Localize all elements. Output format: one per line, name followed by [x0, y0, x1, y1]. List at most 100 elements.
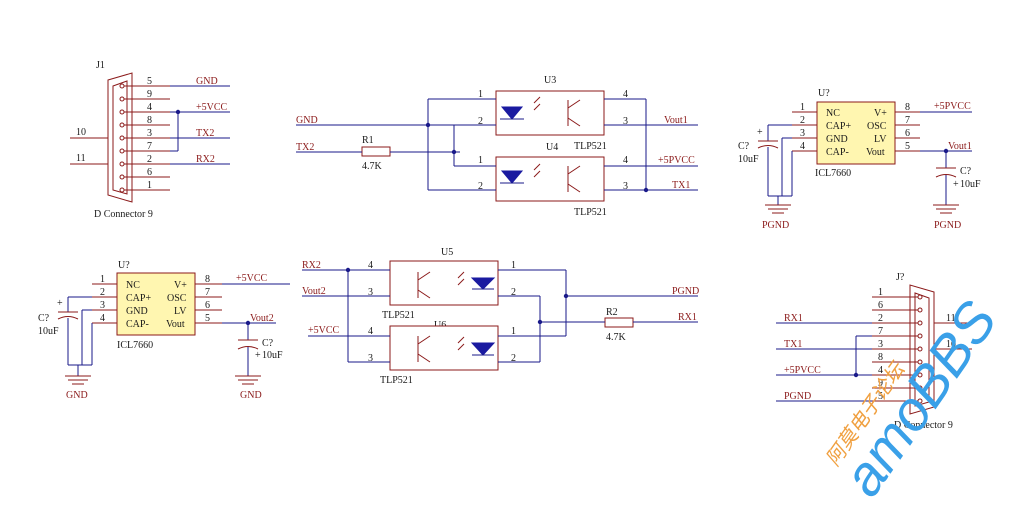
j2-pin-num: 3	[878, 339, 883, 350]
icl-top-pin-name: V+	[874, 108, 887, 119]
net-label-tx2: TX2	[196, 128, 214, 139]
icl-bot-pin: 8	[205, 274, 210, 285]
net-label-5vcc: +5VCC	[236, 273, 268, 284]
j1-pin-circle	[119, 187, 125, 193]
cap-polarity-plus: +	[757, 127, 763, 138]
u4-pin-num: 3	[623, 181, 628, 192]
j1-pin-num: 5	[147, 76, 152, 87]
icl-top-cap-l-val: 10uF	[738, 154, 759, 165]
net-label-vout1: Vout1	[664, 115, 688, 126]
icl-bot-pin-name: NC	[126, 280, 140, 291]
icl-top-pin-name: GND	[826, 134, 848, 145]
j1-pin-circle	[119, 174, 125, 180]
icl-bot-pin-name: CAP-	[126, 319, 149, 330]
ground-label: PGND	[934, 220, 961, 231]
j1-name: D Connector 9	[94, 209, 153, 220]
j1-pin-circle	[119, 109, 125, 115]
j1-pin-circle	[119, 83, 125, 89]
u6-part: TLP521	[380, 375, 413, 386]
j1-pin-circle	[119, 122, 125, 128]
icl-bot-body	[116, 272, 196, 336]
cap-polarity-plus: +	[57, 298, 63, 309]
j2-pin-num: 7	[878, 326, 883, 337]
connector-j2: J? 1 6 2 7 3 8 4 9 5 11 10 D Connector 9	[776, 272, 972, 431]
u5-pin-num: 2	[511, 287, 516, 298]
net-label-rx2: RX2	[302, 260, 321, 271]
icl-top-cap-l: C?	[738, 141, 750, 152]
net-label-rx2: RX2	[196, 154, 215, 165]
j1-pin-circle	[119, 161, 125, 167]
icl-top-pin: 3	[800, 128, 805, 139]
icl-top-cap-r-val: 10uF	[960, 179, 981, 190]
icl-top-ref: U?	[818, 88, 830, 99]
icl-bot-cap-l: C?	[38, 313, 50, 324]
icl-bot-pin: 3	[100, 300, 105, 311]
u3-pin-num: 2	[478, 116, 483, 127]
icl-top-pin: 5	[905, 141, 910, 152]
u5-pin-num: 3	[368, 287, 373, 298]
net-label-tx1: TX1	[672, 180, 690, 191]
net-label-rx1: RX1	[784, 313, 803, 324]
u3-pin-num: 4	[623, 89, 628, 100]
cap-polarity-plus: +	[255, 350, 261, 361]
j2-shell	[909, 284, 935, 415]
net-label-5pvcc: +5PVCC	[658, 155, 695, 166]
icl-bot-pin-name: LV	[174, 306, 187, 317]
u6-body	[389, 325, 499, 371]
j1-pin-circle	[119, 148, 125, 154]
net-label-vout1: Vout1	[948, 141, 972, 152]
net-label-gnd: GND	[296, 115, 318, 126]
u3-ref: U3	[544, 75, 556, 86]
net-label-5pvcc: +5PVCC	[784, 365, 821, 376]
j2-pin-num: 6	[878, 300, 883, 311]
icl-top-pin-name: LV	[874, 134, 887, 145]
icl-top-pin: 8	[905, 102, 910, 113]
j1-inner	[112, 80, 128, 195]
j2-pin-num: 8	[878, 352, 883, 363]
r1-value: 4.7K	[362, 161, 383, 172]
j2-pin-num: 2	[878, 313, 883, 324]
net-label-tx2: TX2	[296, 142, 314, 153]
ground-label: GND	[66, 390, 88, 401]
icl-top-pin: 1	[800, 102, 805, 113]
icl-bot-pin: 1	[100, 274, 105, 285]
icl-bot-pin-name: CAP+	[126, 293, 151, 304]
net-label-pgnd: PGND	[784, 391, 811, 402]
j1-pin-circle	[119, 135, 125, 141]
ground-label: PGND	[762, 220, 789, 231]
icl-bot-pin: 6	[205, 300, 210, 311]
icl7660-bottom: U? 1 2 3 4 8 7 6 5 NC CAP+ GND CAP- V+ O…	[38, 260, 290, 401]
optocoupler-section-bottom: U5 4 3 1 2 TLP521 U6 4 3 1 2 TLP521 R2 4…	[302, 247, 699, 386]
icl-top-pin: 4	[800, 141, 805, 152]
led-icon	[500, 170, 524, 184]
net-label-5vcc: +5VCC	[196, 102, 228, 113]
j2-pin-num: 5	[878, 391, 883, 402]
icl-bot-pin: 7	[205, 287, 210, 298]
j2-pin-num: 4	[878, 365, 883, 376]
icl-top-pin: 7	[905, 115, 910, 126]
j1-side-pin: 11	[76, 153, 86, 164]
net-label-5pvcc: +5PVCC	[934, 101, 971, 112]
u3-pin-num: 1	[478, 89, 483, 100]
cap-polarity-plus: +	[953, 179, 959, 190]
icl-bot-pin: 5	[205, 313, 210, 324]
j1-pin-num: 3	[147, 128, 152, 139]
icl-bot-pin: 4	[100, 313, 105, 324]
r2-value: 4.7K	[606, 332, 627, 343]
u6-pin-num: 4	[368, 326, 373, 337]
icl-bot-ref: U?	[118, 260, 130, 271]
net-label-gnd: GND	[196, 76, 218, 87]
icl-bot-pin-name: Vout	[166, 319, 185, 330]
led-icon	[500, 106, 524, 120]
j1-pins: 5 9 4 8 3 7 2 6 1 10 11	[70, 76, 170, 193]
u4-pin-num: 4	[623, 155, 628, 166]
j1-pin-num: 4	[147, 102, 152, 113]
net-label-tx1: TX1	[784, 339, 802, 350]
icl-bot-cap-r-val: 10uF	[262, 350, 283, 361]
optocoupler-section-top: U3 1 2 4 3 TLP521 U4 1 2 4 3 TLP521 R1 4…	[296, 75, 698, 218]
u3-pin-num: 3	[623, 116, 628, 127]
j2-side-pin: 10	[946, 339, 956, 350]
icl-bot-cap-l-val: 10uF	[38, 326, 59, 337]
